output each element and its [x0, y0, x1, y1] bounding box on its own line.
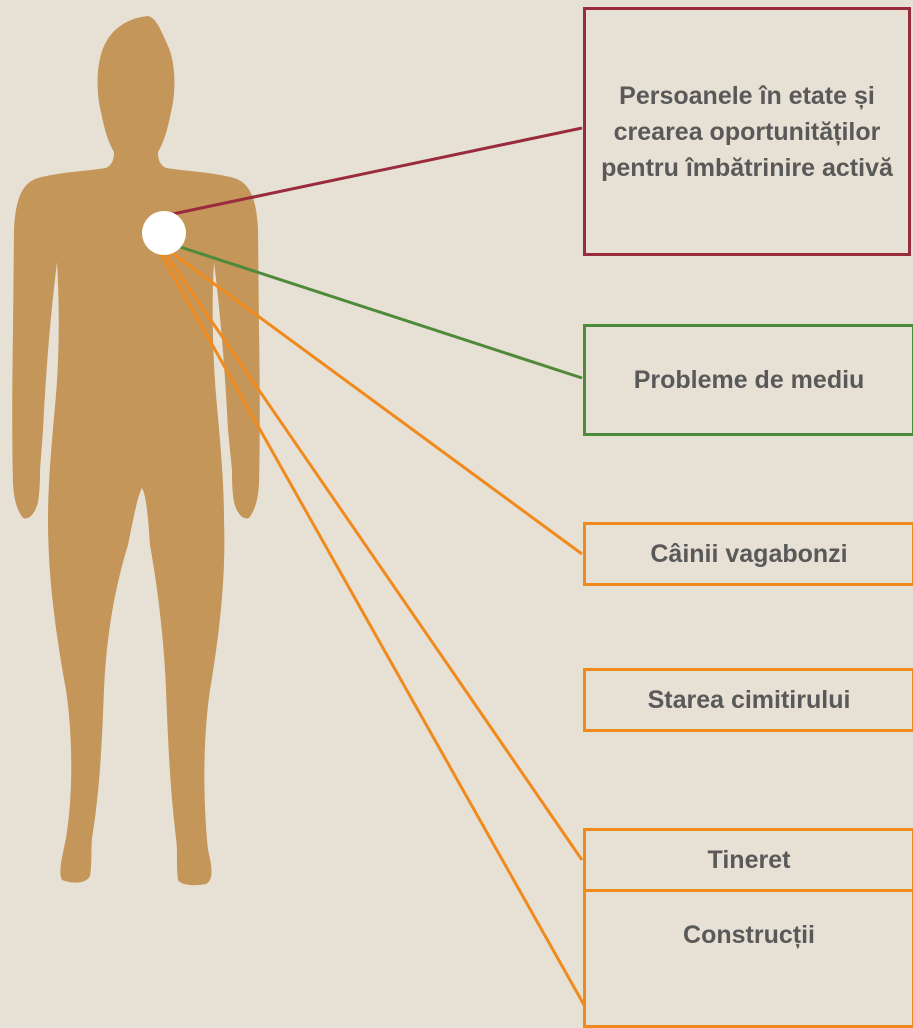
topic-label-environment: Probleme de mediu	[633, 366, 865, 394]
topic-label-youth: Tineret	[707, 846, 791, 874]
topic-box-youth: Tineret	[583, 828, 913, 892]
connector-line-6	[158, 251, 590, 1013]
connector-line-1	[167, 126, 583, 217]
topic-label-stray-dogs: Câinii vagabonzi	[650, 540, 848, 568]
topic-label-elderly: Persoanele în etate și crearea oportunit…	[601, 81, 893, 182]
topic-label-construction: Construcții	[683, 921, 815, 949]
connector-lines	[158, 126, 590, 1013]
topic-box-stray-dogs: Câinii vagabonzi	[583, 522, 913, 586]
connector-line-2	[167, 241, 583, 380]
human-silhouette	[12, 16, 260, 900]
chest-marker	[142, 211, 186, 255]
topic-box-environment: Probleme de mediu	[583, 324, 913, 436]
connector-line-5	[162, 251, 584, 861]
topic-box-construction: Construcții	[583, 868, 913, 1028]
topic-box-cemetery: Starea cimitirului	[583, 668, 913, 732]
topic-label-cemetery: Starea cimitirului	[647, 686, 851, 714]
connector-line-3	[167, 248, 583, 556]
topic-box-elderly: Persoanele în etate și crearea oportunit…	[583, 7, 911, 256]
